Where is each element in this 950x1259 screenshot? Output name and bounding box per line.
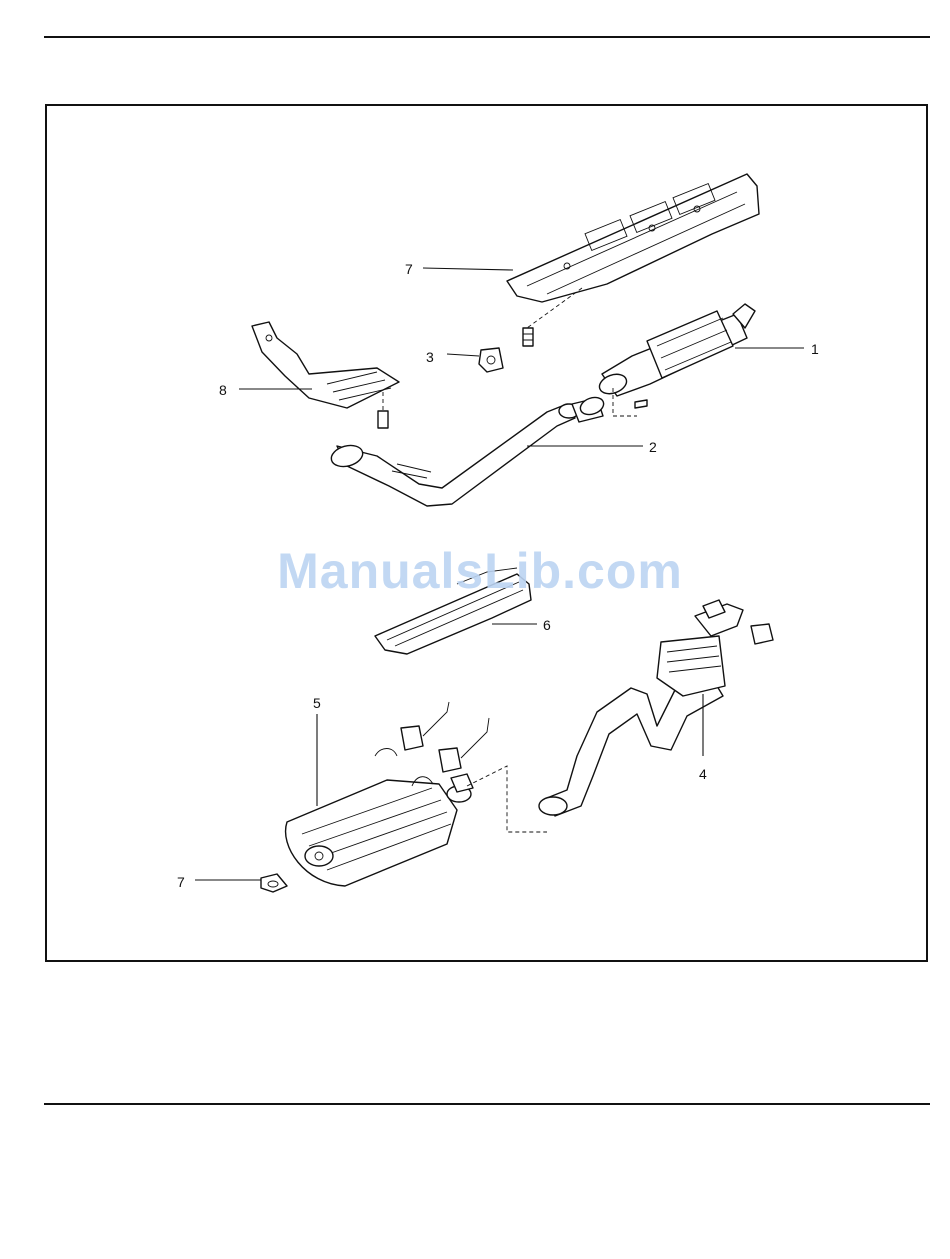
bolt-bracket	[378, 392, 388, 428]
callout-1: 1	[811, 341, 819, 357]
callout-6: 6	[543, 617, 551, 633]
callout-7-lower: 7	[177, 874, 185, 890]
header-rule	[44, 36, 930, 38]
leader-7-top	[423, 268, 513, 270]
intermediate-pipe-resonator	[539, 600, 773, 816]
callout-3: 3	[426, 349, 434, 365]
bolt-upper	[523, 328, 533, 346]
diagram-frame: 7 1 3 8 2 6 5 4 7	[45, 104, 928, 962]
callout-8: 8	[219, 382, 227, 398]
watermark-text: ManualsLib.com	[0, 542, 950, 600]
heat-shield-upper	[507, 174, 759, 328]
front-exhaust-pipe	[329, 394, 606, 506]
callout-2: 2	[649, 439, 657, 455]
footer-rule	[44, 1103, 930, 1105]
bracket-heat-shield	[252, 322, 399, 408]
callout-4: 4	[699, 766, 707, 782]
leader-3	[447, 354, 479, 356]
callout-7-upper: 7	[405, 261, 413, 277]
exhaust-system-diagram: 7 1 3 8 2 6 5 4 7	[47, 106, 926, 960]
callout-5: 5	[313, 695, 321, 711]
exhaust-gasket	[261, 874, 287, 892]
catalytic-converter	[597, 304, 755, 416]
rubber-mount-upper	[479, 348, 503, 372]
